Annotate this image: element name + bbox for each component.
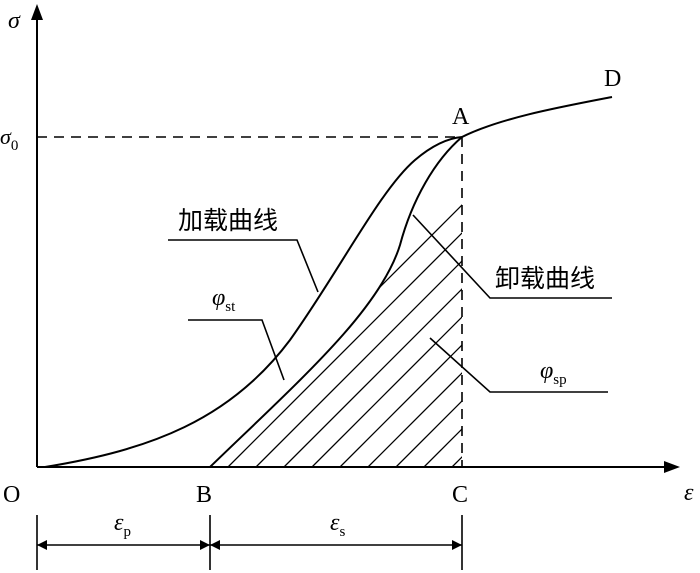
eps-s-label: εs <box>330 510 345 540</box>
hatch-line <box>227 137 462 467</box>
dimension-lines <box>36 515 463 570</box>
hatch-line <box>367 137 462 467</box>
phi-st-leader <box>188 319 285 381</box>
x-axis-arrow-icon <box>664 461 680 473</box>
axes <box>31 4 680 473</box>
hatch-line <box>283 137 462 467</box>
point-b-label: B <box>196 482 212 508</box>
hatch-line <box>255 137 462 467</box>
hatch-line <box>676 107 700 467</box>
hatch-line <box>311 137 462 467</box>
origin-label: O <box>3 482 20 508</box>
y-axis-label: σ <box>8 8 21 34</box>
point-d-label: D <box>604 66 621 92</box>
phi-sp-base: φ <box>540 358 553 384</box>
eps-s-sub: s <box>339 524 345 540</box>
sigma0-sub: 0 <box>11 138 19 154</box>
leader-lines <box>168 214 612 393</box>
loading-curve-label: 加载曲线 <box>178 206 278 235</box>
phi-st-label: φst <box>212 285 236 315</box>
phi-sp-sub: sp <box>553 372 566 388</box>
phi-st-sub: st <box>225 299 236 315</box>
loading-curve-leader <box>168 239 319 293</box>
sigma0-label: σ0 <box>0 124 18 154</box>
sigma0-base: σ <box>0 124 12 149</box>
eps-p-label: εp <box>114 510 131 540</box>
eps-p-base: ε <box>114 510 124 536</box>
unloading-curve-label: 卸载曲线 <box>495 264 595 293</box>
hatch-line <box>395 137 462 467</box>
hatch-line <box>592 107 700 467</box>
unloading-curve <box>209 136 463 468</box>
phi-st-base: φ <box>212 285 225 311</box>
unloading-curve-leader <box>412 214 612 299</box>
continuation-curve <box>461 96 613 138</box>
phi-sp-leader <box>429 337 608 393</box>
hatch-line <box>620 107 700 467</box>
x-axis-label: ε <box>684 480 694 506</box>
loading-curve <box>44 136 463 468</box>
eps-p-sub: p <box>123 524 131 540</box>
hatch-area <box>210 107 700 467</box>
phi-sp-label: φsp <box>540 358 567 388</box>
point-a-label: A <box>452 104 470 130</box>
y-axis-arrow-icon <box>31 4 43 20</box>
hatch-line <box>339 137 462 467</box>
hatch-line <box>648 107 700 467</box>
point-c-label: C <box>452 482 468 508</box>
eps-s-base: ε <box>330 510 340 536</box>
